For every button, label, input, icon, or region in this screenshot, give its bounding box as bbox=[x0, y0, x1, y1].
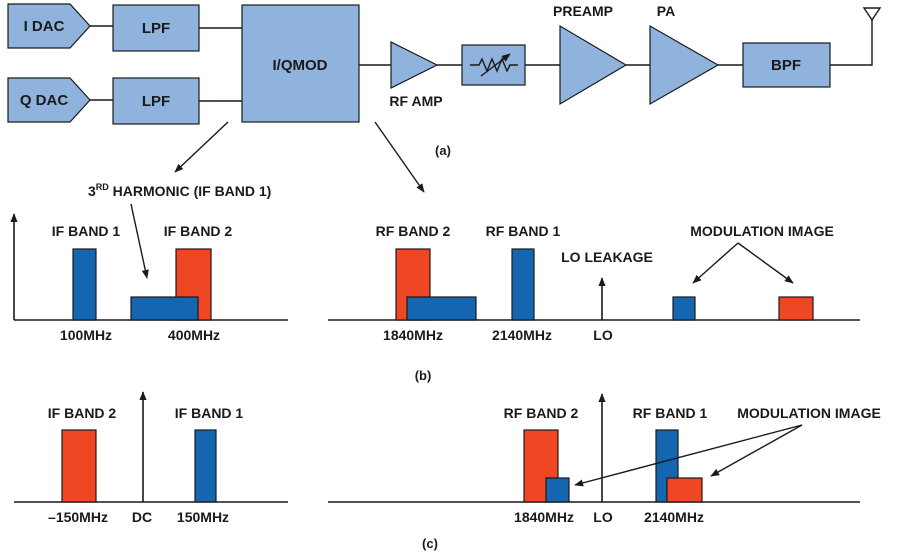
harmonic-label: 3RD HARMONIC (IF BAND 1) bbox=[88, 182, 271, 199]
pa-triangle bbox=[649, 24, 720, 106]
lpf-top-block bbox=[112, 4, 200, 52]
caption-b: (b) bbox=[415, 368, 432, 383]
caption-a: (a) bbox=[435, 143, 451, 158]
tick-2140mhz: 2140MHz bbox=[492, 327, 552, 343]
q-dac-label: Q DAC bbox=[20, 92, 69, 109]
q-dac-block bbox=[7, 77, 91, 123]
rf-band-2-label: RF BAND 2 bbox=[376, 223, 451, 239]
if-band-1-bar bbox=[194, 429, 217, 503]
rf-amp-label: RF AMP bbox=[389, 93, 442, 109]
rf-band-2-low-bar bbox=[406, 296, 477, 321]
rf-amp-triangle bbox=[390, 41, 439, 89]
modulation-image-arrow bbox=[737, 242, 794, 284]
tick-100mhz: 100MHz bbox=[60, 327, 112, 343]
bpf-label: BPF bbox=[771, 57, 801, 74]
bpf-block bbox=[742, 42, 831, 88]
modulation-image-label: MODULATION IMAGE bbox=[737, 405, 881, 421]
variable-resistor-icon bbox=[470, 53, 518, 77]
tick-lo: LO bbox=[593, 327, 613, 343]
i-dac-label: I DAC bbox=[24, 18, 65, 35]
modulation-image-label: MODULATION IMAGE bbox=[690, 223, 834, 239]
modulation-image-arrow bbox=[574, 424, 803, 487]
modulation-image-blue-bar bbox=[672, 296, 696, 321]
third-harmonic-bar bbox=[130, 296, 199, 321]
rf-band-1-bar bbox=[511, 248, 535, 321]
tick-lo: LO bbox=[593, 509, 613, 525]
lpf-top-label: LPF bbox=[142, 20, 170, 37]
lpf-bottom-label: LPF bbox=[142, 93, 170, 110]
arrow-to-rf-spectrum bbox=[374, 121, 425, 193]
modulation-image-red-bar bbox=[666, 477, 703, 503]
spectrum-b-rf: RF BAND 2 RF BAND 1 LO LEAKAGE MODULATIO… bbox=[328, 223, 860, 343]
preamp-triangle bbox=[559, 24, 628, 106]
arrow-to-if-spectrum bbox=[174, 121, 229, 173]
spectrum-b-if: 3RD HARMONIC (IF BAND 1) IF BAND 1 IF BA… bbox=[10, 182, 288, 343]
if-band-1-label: IF BAND 1 bbox=[175, 405, 244, 421]
if-band-2-bar bbox=[61, 429, 97, 503]
modulation-image-blue-bar bbox=[545, 477, 570, 503]
block-diagram: I DAC Q DAC LPF LPF I/QMOD RF AMP bbox=[7, 3, 882, 193]
iq-modulator-block bbox=[241, 4, 360, 123]
wire bbox=[830, 20, 873, 66]
harmonic-arrow bbox=[130, 203, 149, 279]
lo-leakage-label: LO LEAKAGE bbox=[561, 249, 653, 265]
spectrum-c-if: IF BAND 2 IF BAND 1 –150MHz DC 150MHz bbox=[14, 391, 288, 525]
if-band-2-label: IF BAND 2 bbox=[164, 223, 233, 239]
modulation-image-red-bar bbox=[778, 296, 814, 321]
if-band-2-label: IF BAND 2 bbox=[48, 405, 117, 421]
if-band-1-bar bbox=[72, 248, 97, 321]
iq-modulator-label: I/QMOD bbox=[273, 57, 328, 74]
rf-band-1-label: RF BAND 1 bbox=[486, 223, 561, 239]
lpf-bottom-block bbox=[112, 77, 200, 125]
tick-neg150mhz: –150MHz bbox=[48, 509, 108, 525]
tick-2140mhz: 2140MHz bbox=[644, 509, 704, 525]
if-band-1-label: IF BAND 1 bbox=[52, 223, 121, 239]
tick-dc: DC bbox=[132, 509, 152, 525]
tick-150mhz: 150MHz bbox=[177, 509, 229, 525]
preamp-label: PREAMP bbox=[553, 3, 613, 19]
modulation-image-arrow bbox=[710, 424, 803, 477]
modulation-image-arrow bbox=[692, 242, 739, 284]
tick-1840mhz: 1840MHz bbox=[383, 327, 443, 343]
rf-band-2-label: RF BAND 2 bbox=[504, 405, 579, 421]
pa-label: PA bbox=[657, 3, 675, 19]
tick-400mhz: 400MHz bbox=[168, 327, 220, 343]
tick-1840mhz: 1840MHz bbox=[514, 509, 574, 525]
spectrum-c-rf: RF BAND 2 RF BAND 1 MODULATION IMAGE 184… bbox=[328, 393, 881, 525]
antenna-icon bbox=[862, 7, 882, 22]
caption-c: (c) bbox=[422, 536, 438, 551]
i-dac-block bbox=[7, 3, 91, 49]
rf-band-1-label: RF BAND 1 bbox=[633, 405, 708, 421]
